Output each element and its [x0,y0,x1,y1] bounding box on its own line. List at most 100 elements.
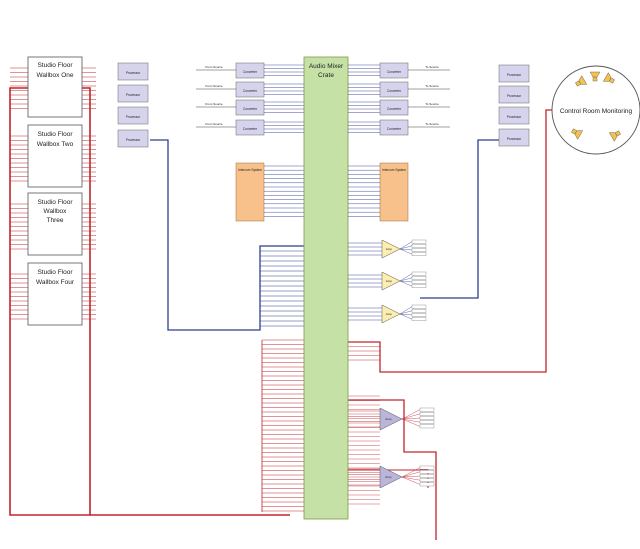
dest-label: To Source [425,102,439,106]
output-block [419,424,435,429]
amplifier-label: Amp [386,312,393,316]
converter-box [379,99,409,116]
amp-out [399,280,413,287]
converter-label: Converter [243,107,258,111]
output-block [411,276,427,280]
converter-label: Converter [243,89,258,93]
converter-box [235,119,265,136]
amplifier-label: Amp [386,247,393,251]
converter-label: Converter [243,127,258,131]
converter-box [379,119,409,136]
converter-label: Converter [387,70,402,74]
output-block [411,309,427,313]
wallbox-one-line2: Wallbox One [37,72,74,79]
output-block [419,412,435,416]
amplifier-label: Amp [386,279,393,283]
wallbox-four-line2: Wallbox Four [36,279,75,286]
wallbox-three-line1: Studio Floor [37,199,73,206]
source-label: From Source [205,102,223,106]
dest-label: To Source [425,84,439,88]
left-processor-label: Processor [126,71,141,75]
source-label: From Source [205,65,223,69]
amp-out [399,313,413,316]
speaker-icon [602,72,615,84]
amp-out [399,310,413,315]
speaker-icon [608,130,621,142]
blue-trunk-left [150,139,304,331]
amp-out [401,417,421,420]
amp-out [399,277,413,282]
output-block [411,313,427,317]
right-processor-label: Processor [507,94,522,98]
right-processor-label: Processor [507,137,522,141]
right-processor-label: Processor [507,73,522,77]
amp-out [399,248,413,251]
right-processor [498,64,530,83]
output-block [411,244,427,248]
intercom-box-right [379,162,409,222]
output-block [419,482,435,487]
converter-box [235,99,265,116]
amp-out [399,273,413,282]
amp-out [401,471,421,478]
speaker-icon [575,75,588,87]
red-return-1 [348,399,437,540]
dest-label: To Source [425,65,439,69]
amp-out [399,241,413,250]
dest-label: To Source [425,122,439,126]
wallbox-one: Studio Floor Wallbox One [27,56,83,118]
left-processor-label: Processor [126,93,141,97]
right-processor-label: Processor [507,115,522,119]
output-block [411,271,427,276]
source-label: From Source [205,122,223,126]
monitoring-link [348,109,552,373]
speaker-icon [589,71,601,82]
amp-out [399,306,413,315]
output-block [411,252,427,256]
wiring [9,67,552,540]
monitoring-label: Control Room Monitoring [560,108,633,115]
amp-out [399,245,413,250]
amp-out [399,248,413,255]
wallbox-four: Studio Floor Wallbox Four [27,262,83,326]
wallbox-two: Studio Floor Wallbox Two [27,124,83,188]
converter-label: Converter [387,89,402,93]
left-processor [117,129,149,148]
wallbox-two-line1: Studio Floor [37,131,73,138]
control-room-monitoring: Control Room Monitoring [551,65,640,155]
amp-out [401,418,421,427]
amp-out [401,475,421,478]
converter-label: Converter [243,70,258,74]
output-block [419,474,435,478]
output-block [419,478,435,482]
intercom-label-left: Intercom System [238,168,262,172]
right-processor [498,106,530,125]
source-label: From Source [205,84,223,88]
speaker-icon [571,128,584,140]
amplifier-label: Amp [385,417,392,421]
left-processor [117,106,149,125]
wallbox-two-line2: Wallbox Two [37,141,74,148]
output-block [411,280,427,284]
converter-box [379,62,409,79]
amp-out [399,280,413,283]
amplifier [379,465,403,489]
amp-out [401,413,421,420]
output-block [419,407,435,412]
amplifier [379,407,403,431]
output-block [411,304,427,309]
converter-box [235,62,265,79]
amplifier-label: Amp [385,475,392,479]
amplifier [381,304,401,324]
left-processor [117,62,149,81]
blue-trunk-right [420,139,499,299]
wallbox-loop [9,87,91,516]
right-processor [498,128,530,147]
red-return-2 [348,469,429,488]
left-processor-label: Processor [126,115,141,119]
